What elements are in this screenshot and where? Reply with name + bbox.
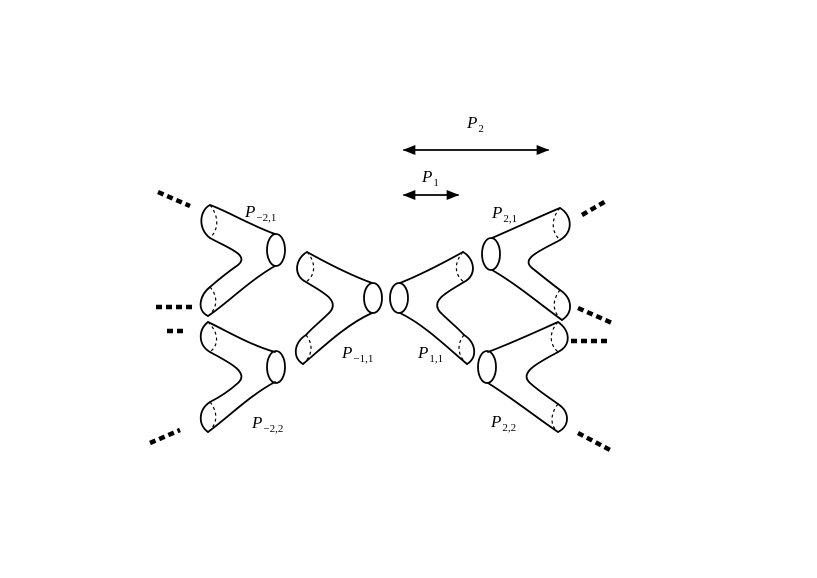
label-p1-1: P1,1 xyxy=(418,343,444,365)
pants-m1-1 xyxy=(294,251,383,365)
continuation-mark xyxy=(157,189,191,209)
pants-2-1 xyxy=(481,207,571,321)
label-pm2-1: P−2,1 xyxy=(245,202,277,224)
label-p2-2: P2,2 xyxy=(491,412,517,434)
label-p2: P2 xyxy=(467,113,484,135)
continuation-mark xyxy=(149,427,181,446)
label-pm2-2: P−2,2 xyxy=(252,413,284,435)
pants-1-1 xyxy=(389,251,476,365)
continuation-mark xyxy=(576,431,614,453)
pants-m2-2 xyxy=(199,321,286,433)
continuation-mark xyxy=(580,199,608,217)
pants-m2-1 xyxy=(199,204,286,317)
label-p2-1: P2,1 xyxy=(492,203,518,225)
label-pm1-1: P−1,1 xyxy=(342,343,374,365)
continuation-mark xyxy=(577,305,613,326)
label-p1: P1 xyxy=(422,167,439,189)
pants-2-2 xyxy=(477,321,569,433)
